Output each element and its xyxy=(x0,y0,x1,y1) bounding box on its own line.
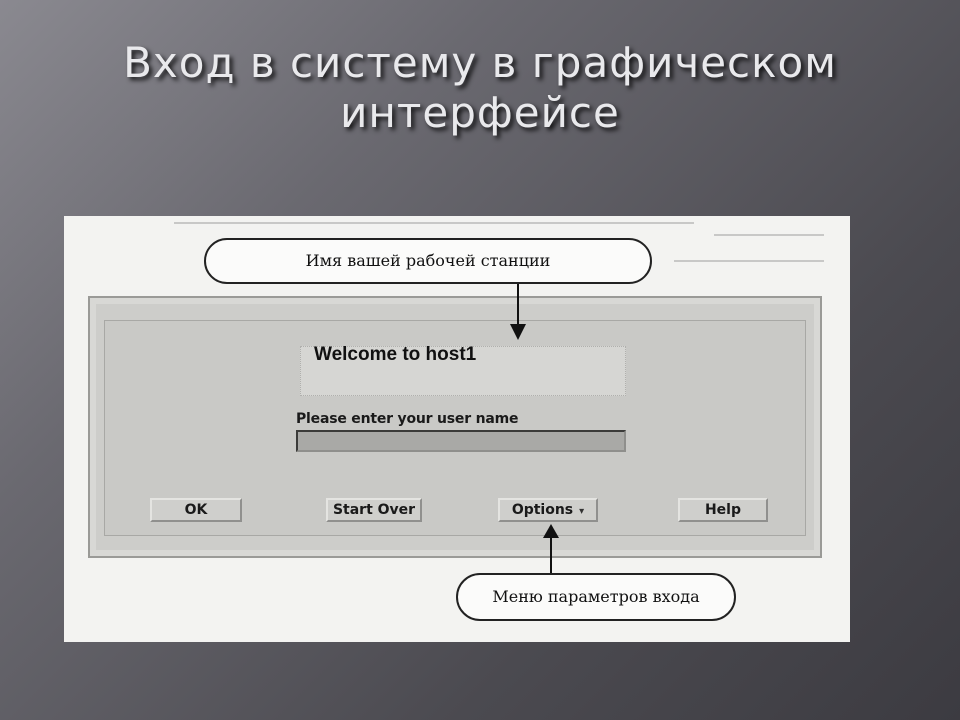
username-prompt-label: Please enter your user name xyxy=(296,411,519,427)
help-button[interactable]: Help xyxy=(678,498,768,522)
welcome-text: Welcome to host1 xyxy=(314,344,477,365)
slide-title: Вход в систему в графическом интерфейсе xyxy=(40,38,920,138)
login-screenshot-figure: Welcome to host1 Please enter your user … xyxy=(64,216,850,642)
workstation-name-callout: Имя вашей рабочей станции xyxy=(204,238,652,284)
help-button-label: Help xyxy=(704,502,742,518)
slide-title-line-1: Вход в систему в графическом xyxy=(123,38,837,87)
options-menu-button[interactable]: Options ▾ xyxy=(498,498,598,522)
options-button-label: Options xyxy=(511,502,574,518)
ok-button-label: OK xyxy=(184,502,208,518)
ok-button[interactable]: OK xyxy=(150,498,242,522)
welcome-banner xyxy=(300,346,626,396)
scan-artifact xyxy=(714,234,824,236)
slide-title-line-2: интерфейсе xyxy=(340,88,620,137)
username-input[interactable] xyxy=(296,430,626,452)
triangle-down-icon: ▾ xyxy=(579,506,585,517)
scan-artifact xyxy=(174,222,694,224)
start-over-button[interactable]: Start Over xyxy=(326,498,422,522)
login-options-callout: Меню параметров входа xyxy=(456,573,736,621)
scan-artifact xyxy=(674,260,824,262)
start-over-button-label: Start Over xyxy=(332,502,416,518)
